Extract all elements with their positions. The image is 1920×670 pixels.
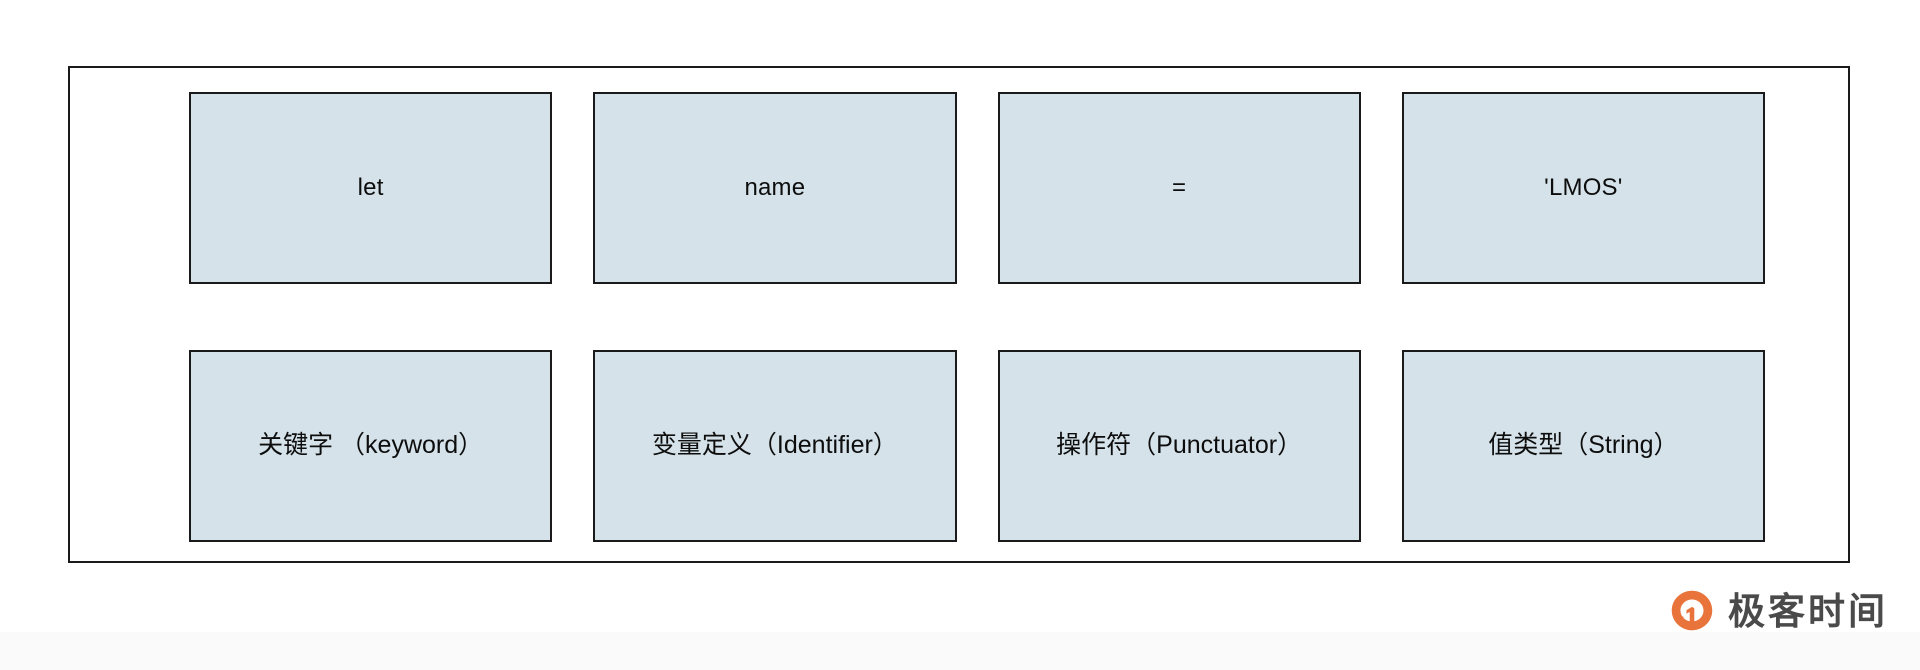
token-cell-identifier-label: 变量定义（Identifier） bbox=[593, 350, 957, 542]
token-row-types: 关键字 （keyword） 变量定义（Identifier） 操作符（Punct… bbox=[189, 350, 1765, 542]
token-cell-string-label: 值类型（String） bbox=[1401, 350, 1765, 542]
diagram-frame: let name = 'LMOS' 关键字 （keyword） 变量定义（Ide… bbox=[68, 66, 1850, 563]
watermark-label: 极客时间 bbox=[1728, 590, 1888, 632]
token-cell-punctuator-label: 操作符（Punctuator） bbox=[997, 350, 1361, 542]
token-row-source: let name = 'LMOS' bbox=[189, 92, 1765, 284]
token-cell-string-value: 'LMOS' bbox=[1401, 92, 1765, 284]
watermark: 极客时间 bbox=[1669, 588, 1888, 634]
token-cell-keyword-value: let bbox=[189, 92, 553, 284]
bottom-band bbox=[0, 632, 1920, 670]
token-cell-identifier-value: name bbox=[593, 92, 957, 284]
token-cell-keyword-label: 关键字 （keyword） bbox=[189, 350, 553, 542]
geektime-logo-icon bbox=[1671, 590, 1713, 631]
token-grid: let name = 'LMOS' 关键字 （keyword） 变量定义（Ide… bbox=[189, 92, 1765, 542]
token-cell-punctuator-value: = bbox=[997, 92, 1361, 284]
